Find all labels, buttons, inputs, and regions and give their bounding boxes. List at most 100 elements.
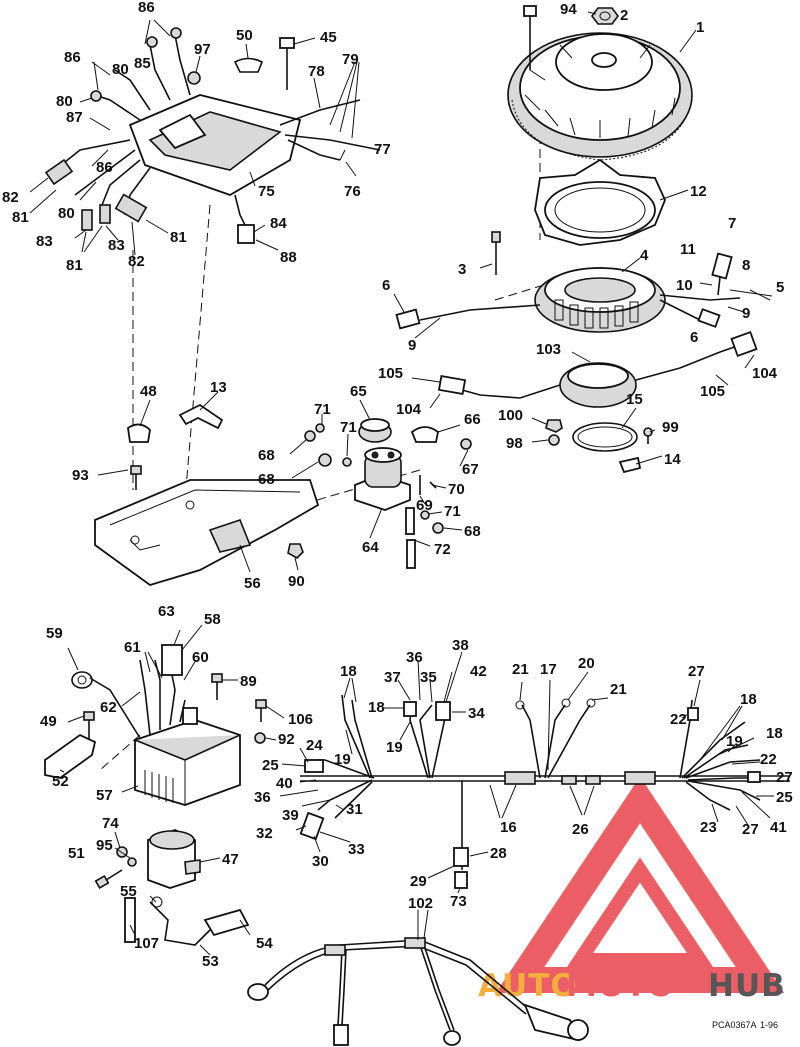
label-11: 11 xyxy=(680,241,696,258)
label-102: 102 xyxy=(408,895,433,912)
cable-clamp xyxy=(127,423,151,443)
watermark-moto: MOTO xyxy=(566,968,675,1004)
label-64: 64 xyxy=(362,539,379,556)
label-79: 79 xyxy=(342,51,359,68)
flywheel xyxy=(507,32,693,161)
label-77: 77 xyxy=(374,141,391,158)
label-41: 41 xyxy=(770,819,787,836)
watermark-auto: AUTO xyxy=(478,968,578,1004)
label-21b: 21 xyxy=(610,681,627,698)
label-98: 98 xyxy=(506,435,523,452)
label-95: 95 xyxy=(96,837,113,854)
label-107: 107 xyxy=(134,935,159,952)
terminal-boot xyxy=(410,426,439,443)
label-25a: 25 xyxy=(262,757,279,774)
watermark-hub: HUB xyxy=(708,968,786,1004)
figure-code: PCA0367A 1-96 xyxy=(712,1020,778,1030)
label-57: 57 xyxy=(96,787,113,804)
label-84: 84 xyxy=(270,215,287,232)
label-88: 88 xyxy=(280,249,297,266)
label-1: 1 xyxy=(696,19,704,36)
label-27b: 27 xyxy=(776,769,793,786)
label-93: 93 xyxy=(72,467,89,484)
flywheel-bolt xyxy=(523,5,537,70)
label-12: 12 xyxy=(690,183,707,200)
label-40: 40 xyxy=(276,775,293,792)
label-20: 20 xyxy=(578,655,595,672)
label-54: 54 xyxy=(256,935,273,952)
label-19c: 19 xyxy=(726,733,743,750)
wire-harness xyxy=(299,694,790,889)
label-36a: 36 xyxy=(406,649,423,666)
timer-connector xyxy=(730,330,758,358)
figure-code-text: PCA0367A xyxy=(712,1020,757,1030)
cable-strap xyxy=(178,403,224,430)
label-24: 24 xyxy=(306,737,323,754)
label-39: 39 xyxy=(282,807,299,824)
stator-mounting-plate xyxy=(534,158,666,246)
watermark-logo: AUTO MOTO HUB xyxy=(478,776,786,1004)
stator-connector-lower xyxy=(697,308,721,328)
label-92: 92 xyxy=(278,731,295,748)
battery-cables xyxy=(247,937,589,1046)
label-16: 16 xyxy=(500,819,517,836)
label-17: 17 xyxy=(540,661,557,678)
label-5: 5 xyxy=(776,279,784,296)
timer-base xyxy=(437,344,741,408)
label-67: 67 xyxy=(462,461,479,478)
label-71c: 71 xyxy=(444,503,461,520)
label-99: 99 xyxy=(662,419,679,436)
label-45: 45 xyxy=(320,29,337,46)
label-81c: 81 xyxy=(170,229,187,246)
label-9b: 9 xyxy=(742,305,750,322)
label-42: 42 xyxy=(470,663,487,680)
coil-mount-hardware xyxy=(94,846,137,890)
module-screws xyxy=(211,673,267,744)
label-94: 94 xyxy=(560,1,577,18)
label-18a: 18 xyxy=(340,663,357,680)
label-26: 26 xyxy=(572,821,589,838)
label-14: 14 xyxy=(664,451,681,468)
label-7: 7 xyxy=(728,215,736,232)
solenoid-boot xyxy=(358,418,392,443)
label-6a: 6 xyxy=(382,277,390,294)
label-53: 53 xyxy=(202,953,219,970)
label-105a: 105 xyxy=(378,365,403,382)
label-32: 32 xyxy=(256,825,273,842)
label-59: 59 xyxy=(46,625,63,642)
label-61: 61 xyxy=(124,639,141,656)
electrical-bracket xyxy=(94,479,320,586)
label-33: 33 xyxy=(348,841,365,858)
label-82b: 82 xyxy=(128,253,145,270)
label-97: 97 xyxy=(194,41,211,58)
label-106: 106 xyxy=(288,711,313,728)
label-52: 52 xyxy=(52,773,69,790)
label-31: 31 xyxy=(346,801,363,818)
label-105b: 105 xyxy=(700,383,725,400)
wire-clip xyxy=(233,57,264,73)
label-73: 73 xyxy=(450,893,467,910)
label-9a: 9 xyxy=(408,337,416,354)
rectifier-module xyxy=(71,644,241,806)
label-87: 87 xyxy=(66,109,83,126)
label-81b: 81 xyxy=(66,257,83,274)
label-78: 78 xyxy=(308,63,325,80)
timer-clip xyxy=(618,456,642,474)
figure-revision-text: 1-96 xyxy=(760,1020,778,1030)
label-104b: 104 xyxy=(396,401,422,418)
label-2: 2 xyxy=(620,7,628,24)
label-74: 74 xyxy=(102,815,119,832)
label-19b: 19 xyxy=(334,751,351,768)
label-72: 72 xyxy=(434,541,451,558)
label-36b: 36 xyxy=(254,789,271,806)
label-62: 62 xyxy=(100,699,117,716)
part-labels: 1 2 3 4 5 6 6 7 8 9 9 10 11 12 13 14 15 … xyxy=(2,0,793,970)
label-15: 15 xyxy=(626,391,643,408)
label-68b: 68 xyxy=(258,471,275,488)
label-18c: 18 xyxy=(740,691,757,708)
label-38: 38 xyxy=(452,637,469,654)
label-82a: 82 xyxy=(2,189,19,206)
label-104a: 104 xyxy=(752,365,778,382)
label-21a: 21 xyxy=(512,661,529,678)
